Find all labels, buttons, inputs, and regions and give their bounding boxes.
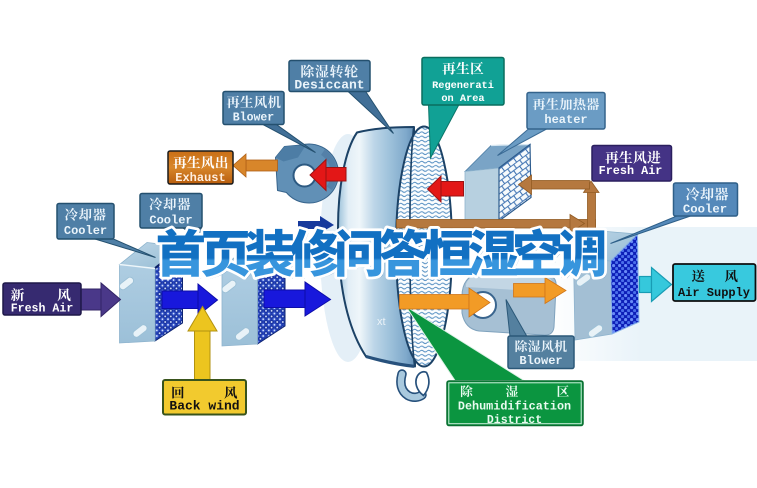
svg-text:Cooler: Cooler [64,224,107,238]
svg-text:Dehumidification: Dehumidification [458,400,571,414]
svg-text:Cooler: Cooler [149,214,192,228]
svg-text:Desiccant: Desiccant [294,78,364,93]
svg-text:Blower: Blower [519,354,562,368]
svg-text:Air Supply: Air Supply [678,286,750,300]
svg-text:Blower: Blower [233,112,275,125]
svg-text:Back wind: Back wind [169,399,239,414]
svg-text:Fresh Air: Fresh Air [599,164,663,178]
svg-text:Cooler: Cooler [683,202,727,216]
svg-text:xt: xt [377,316,386,328]
svg-text:on Area: on Area [441,93,484,105]
svg-text:Fresh Air: Fresh Air [11,303,74,316]
svg-text:heater: heater [544,113,587,127]
svg-text:District: District [487,414,542,427]
svg-text:Exhaust: Exhaust [175,171,225,185]
svg-text:Regenerati: Regenerati [432,80,494,92]
